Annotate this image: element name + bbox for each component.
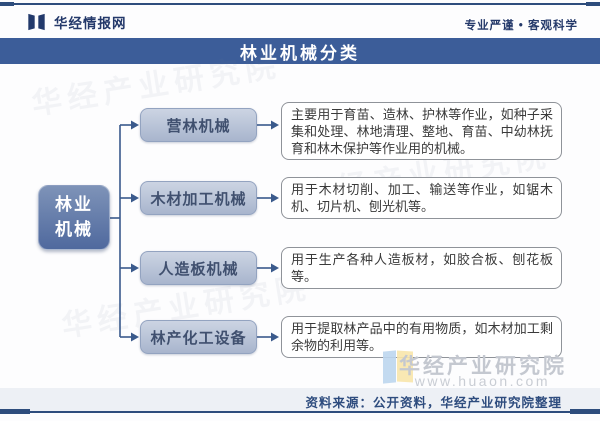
branch-label: 林产化工设备	[150, 329, 247, 347]
description-text: 主要用于育苗、造林、护林等作业，如种子采集和处理、林地清理、整地、育苗、中幼林抚…	[291, 107, 553, 156]
footer-band	[0, 388, 600, 411]
description-box: 主要用于育苗、造林、护林等作业，如种子采集和处理、林地清理、整地、育苗、中幼林抚…	[281, 102, 562, 160]
description-text: 用于生产各种人造板材，如胶合板、刨花板等。	[291, 252, 553, 284]
description-box: 用于木材切削、加工、输送等作业，如锯木机、切片机、刨光机等。	[281, 177, 562, 219]
root-node-forestry-machinery: 林业 机械	[38, 185, 110, 250]
brand-logo-icon	[26, 12, 47, 32]
description-text: 用于提取林产品中的有用物质，如木材加工剩余物的利用等。	[291, 321, 553, 353]
root-node-label-line2: 机械	[55, 219, 93, 239]
top-rule-line	[0, 3, 600, 5]
top-rule-right-cap	[586, 2, 600, 6]
branch-label: 人造板机械	[158, 260, 239, 278]
branch-node-forest-chemical-equipment: 林产化工设备	[140, 320, 257, 354]
bottom-rule-left-cap	[0, 409, 30, 414]
page-title: 林业机械分类	[240, 43, 360, 63]
root-node-label-line1: 林业	[55, 194, 93, 214]
brand-name: 华经情报网	[54, 16, 127, 31]
watermark-institute-name: 华经产业研究院	[399, 355, 567, 378]
branch-node-panel-board-machinery: 人造板机械	[140, 251, 257, 285]
branch-label: 营林机械	[166, 117, 231, 135]
header-tagline: 专业严谨 • 客观科学	[464, 20, 578, 32]
description-text: 用于木材切削、加工、输送等作业，如锯木机、切片机、刨光机等。	[291, 182, 553, 214]
branch-node-wood-processing-machinery: 木材加工机械	[140, 181, 257, 215]
brand-logo: 华经情报网	[26, 12, 127, 32]
watermark-website-url: www.huaon.com	[414, 373, 550, 389]
description-box: 用于提取林产品中的有用物质，如木材加工剩余物的利用等。	[281, 316, 562, 358]
chart-title-bar: 林业机械分类	[0, 38, 600, 64]
bottom-rule-line	[0, 411, 600, 413]
branch-label: 木材加工机械	[150, 190, 247, 208]
data-source-note: 资料来源：公开资料，华经产业研究院整理	[305, 396, 562, 410]
watermark-logo-blue-block	[383, 350, 396, 384]
branch-node-silviculture-machinery: 营林机械	[140, 108, 257, 142]
description-box: 用于生产各种人造板材，如胶合板、刨花板等。	[281, 247, 562, 289]
bottom-rule-right-cap	[570, 409, 600, 414]
top-rule-left-cap	[0, 2, 14, 6]
